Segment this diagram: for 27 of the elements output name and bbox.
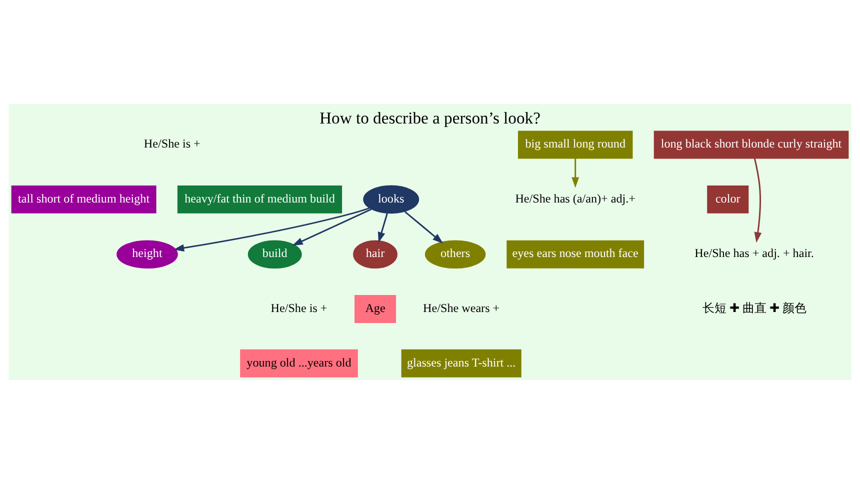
node-text: He/She has + adj. + hair. [694,246,814,260]
node-box: heavy/fat thin of medium build [177,185,342,214]
label: He/She is + [144,136,200,151]
node-box: long black short blonde curly straight [654,130,849,159]
node-box: glasses jeans T-shirt ... [401,349,522,378]
arrow [173,207,370,252]
node-ellipse: others [424,240,486,269]
node-box: big small long round [518,130,633,159]
node-box: young old ...years old [240,349,358,378]
node-box: Age [354,295,396,323]
node-box: color [707,185,749,214]
diagram-title: How to describe a person’s look? [320,108,540,128]
node-box: tall short of medium height [11,185,156,214]
label: 长短 ✚ 曲直 ✚ 颜色 [702,300,806,315]
arrow [404,211,444,244]
node-box: eyes ears nose mouth face [506,240,644,268]
label: He/She is + [270,300,328,315]
node-text: He/She has (a/an)+ adj.+ [515,191,636,206]
node-ellipse: height [116,240,178,269]
arrow [378,213,388,243]
arrow [754,158,762,243]
arrow [572,158,580,188]
arrow [292,208,372,246]
label: He/She wears + [423,300,500,315]
node-ellipse: looks [363,185,420,214]
node-ellipse: hair [353,240,398,269]
node-ellipse: build [248,240,302,269]
